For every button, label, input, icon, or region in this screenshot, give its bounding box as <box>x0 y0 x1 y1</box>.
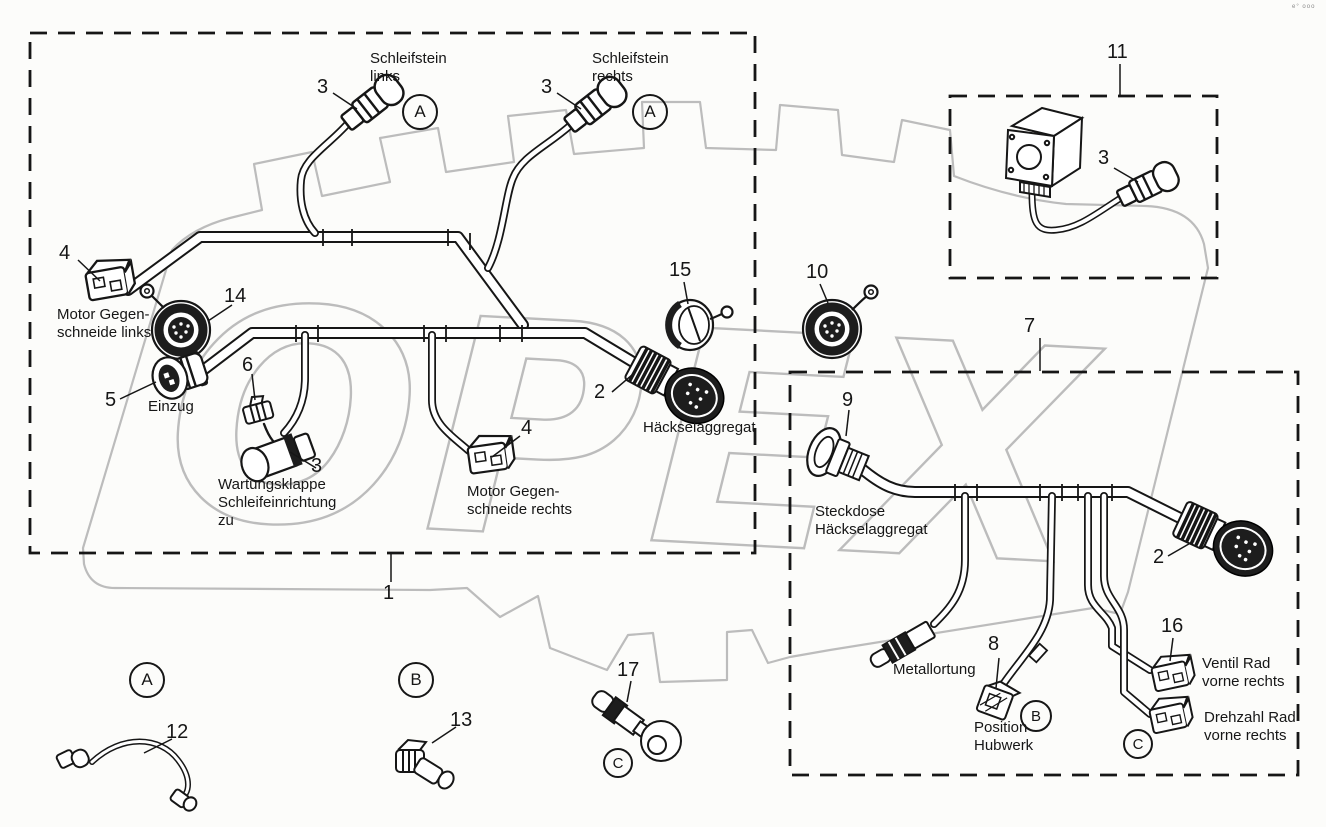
harness-cables <box>89 116 1188 802</box>
connector-16-ventil-rad <box>1148 649 1198 693</box>
leader-lines <box>77 64 1195 754</box>
part-number-3-wartungsklappe: 3 <box>311 455 323 477</box>
label-haeckselaggregat: Häckselaggregat <box>643 419 756 436</box>
part-number-7: 7 <box>1024 315 1036 337</box>
dashed-boxes <box>28 31 1300 777</box>
variant-letter-b-position-hubwerk: B <box>1020 700 1052 732</box>
connector-metallortung <box>869 620 936 668</box>
part-number-12: 12 <box>166 721 189 743</box>
part-number-9: 9 <box>842 389 854 411</box>
connector-3-wartungsklappe <box>240 432 317 483</box>
variant-letter-a-schleifstein-rechts: A <box>632 94 668 130</box>
part-number-16: 16 <box>1161 615 1184 637</box>
sensor-cube-11 <box>1004 106 1085 199</box>
label-metallortung: Metallortung <box>893 661 976 678</box>
label-motor-gegenschneide-links: Motor Gegen- schneide links <box>57 306 152 341</box>
part-number-17: 17 <box>617 659 640 681</box>
label-position-hubwerk: Position Hubwerk <box>974 719 1034 754</box>
label-ventil-rad: Ventil Rad vorne rechts <box>1202 655 1285 690</box>
part-number-2-haeckselaggregat: 2 <box>594 381 606 403</box>
connector-4-motor-links <box>82 253 138 302</box>
box-1-main-harness <box>28 31 757 555</box>
part-number-2-steckdose: 2 <box>1153 546 1165 568</box>
part-number-4-rechts: 4 <box>521 417 533 439</box>
part-number-13: 13 <box>450 709 473 731</box>
part-number-14: 14 <box>224 285 247 307</box>
connector-8-position-hubwerk <box>975 680 1022 721</box>
connector-2-steckdose <box>1166 492 1284 588</box>
variant-letter-c-legend: C <box>603 748 633 778</box>
part-12-jumper-cable <box>55 748 198 812</box>
connector-3-sensor-kit <box>1112 157 1184 214</box>
part-number-10: 10 <box>806 261 829 283</box>
variant-letter-c-drehzahl: C <box>1123 729 1153 759</box>
label-steckdose-haeckselaggregat: Steckdose Häckselaggregat <box>815 503 928 538</box>
connector-drehzahl-rad <box>1146 691 1196 735</box>
part-number-4-links: 4 <box>59 242 71 264</box>
box-7-right-harness <box>788 370 1300 777</box>
corner-mark: e° ooo <box>1292 4 1316 10</box>
cap-14 <box>152 301 210 359</box>
label-drehzahl-rad: Drehzahl Rad vorne rechts <box>1204 709 1296 744</box>
part-17-sensor-with-eyelet <box>591 690 682 762</box>
part-number-15: 15 <box>669 259 692 281</box>
part-number-5: 5 <box>105 389 117 411</box>
part-number-11: 11 <box>1107 41 1128 63</box>
junction-marks <box>295 229 1113 664</box>
label-schleifstein-rechts: Schleifstein rechts <box>592 50 669 85</box>
part-number-6: 6 <box>242 354 254 376</box>
label-wartungsklappe: Wartungsklappe Schleifeinrichtung zu <box>218 476 337 529</box>
watermark-text: OPEX <box>159 241 1108 633</box>
part-number-8: 8 <box>988 633 1000 655</box>
part-number-1: 1 <box>383 582 395 604</box>
connectors <box>55 69 1284 812</box>
label-einzug: Einzug <box>148 398 194 415</box>
variant-letter-b-legend: B <box>398 662 434 698</box>
cap-15 <box>667 300 713 350</box>
variant-letter-a-schleifstein-links: A <box>402 94 438 130</box>
watermark-gear <box>81 100 1210 684</box>
part-number-3-schleifstein-links: 3 <box>317 76 329 98</box>
part-number-3-schleifstein-rechts: 3 <box>541 76 553 98</box>
label-motor-gegenschneide-rechts: Motor Gegen- schneide rechts <box>467 483 573 518</box>
part-number-3-sensor-kit: 3 <box>1098 147 1110 169</box>
label-schleifstein-links: Schleifstein links <box>370 50 447 85</box>
variant-letter-a-legend: A <box>129 662 165 698</box>
connector-6 <box>242 395 275 425</box>
part-13-sensor <box>395 738 455 790</box>
